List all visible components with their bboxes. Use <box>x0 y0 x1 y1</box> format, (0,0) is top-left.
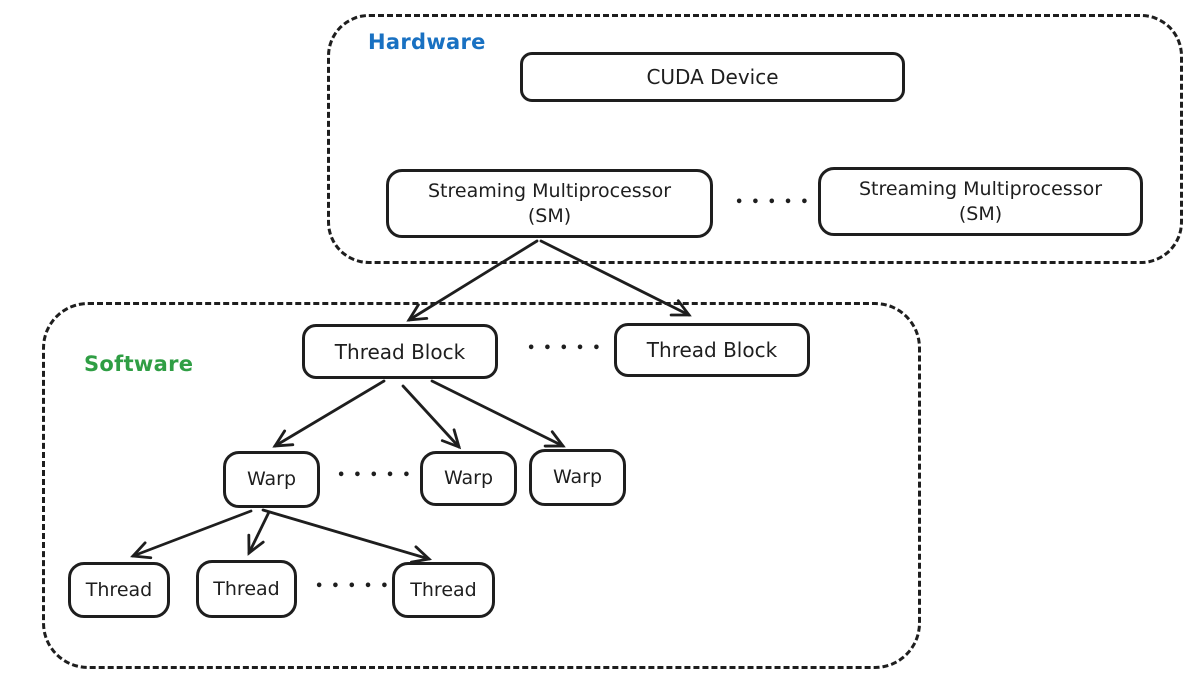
warp-dots-separator: ••••• <box>337 468 419 483</box>
warp-box-1: Warp <box>223 451 320 508</box>
sm-right-label-line1: Streaming Multiprocessor <box>858 177 1103 200</box>
sm-left-label-line1: Streaming Multiprocessor <box>427 179 672 202</box>
cuda-device-label: CUDA Device <box>646 65 779 89</box>
warp-label-3: Warp <box>552 466 603 489</box>
thread-label-3: Thread <box>410 578 477 601</box>
sm-right-box: Streaming Multiprocessor (SM) <box>818 167 1143 236</box>
hardware-group-label: Hardware <box>368 30 486 54</box>
thread-label-2: Thread <box>213 577 280 600</box>
sm-right-label-line2: (SM) <box>958 202 1003 225</box>
thread-dots-separator: ••••• <box>315 579 397 594</box>
software-group-label: Software <box>84 352 194 376</box>
thread-block-left-box: Thread Block <box>302 324 498 379</box>
hardware-group <box>327 14 1183 264</box>
thread-label-1: Thread <box>85 578 153 601</box>
sm-left-label-line2: (SM) <box>527 204 572 227</box>
thread-block-right-label: Thread Block <box>646 338 778 362</box>
warp-label-1: Warp <box>246 468 297 491</box>
warp-box-2: Warp <box>420 451 517 506</box>
thread-box-2: Thread <box>196 560 297 618</box>
warp-label-2: Warp <box>443 467 494 490</box>
warp-box-3: Warp <box>529 449 626 506</box>
thread-box-3: Thread <box>392 562 495 618</box>
thread-block-dots-separator: ••••• <box>527 341 609 356</box>
cuda-device-box: CUDA Device <box>520 52 905 102</box>
thread-box-1: Thread <box>68 562 170 618</box>
sm-left-box: Streaming Multiprocessor (SM) <box>386 169 713 238</box>
sm-dots-separator: ••••• <box>735 195 817 210</box>
thread-block-left-label: Thread Block <box>334 339 466 364</box>
thread-block-right-box: Thread Block <box>614 323 810 377</box>
